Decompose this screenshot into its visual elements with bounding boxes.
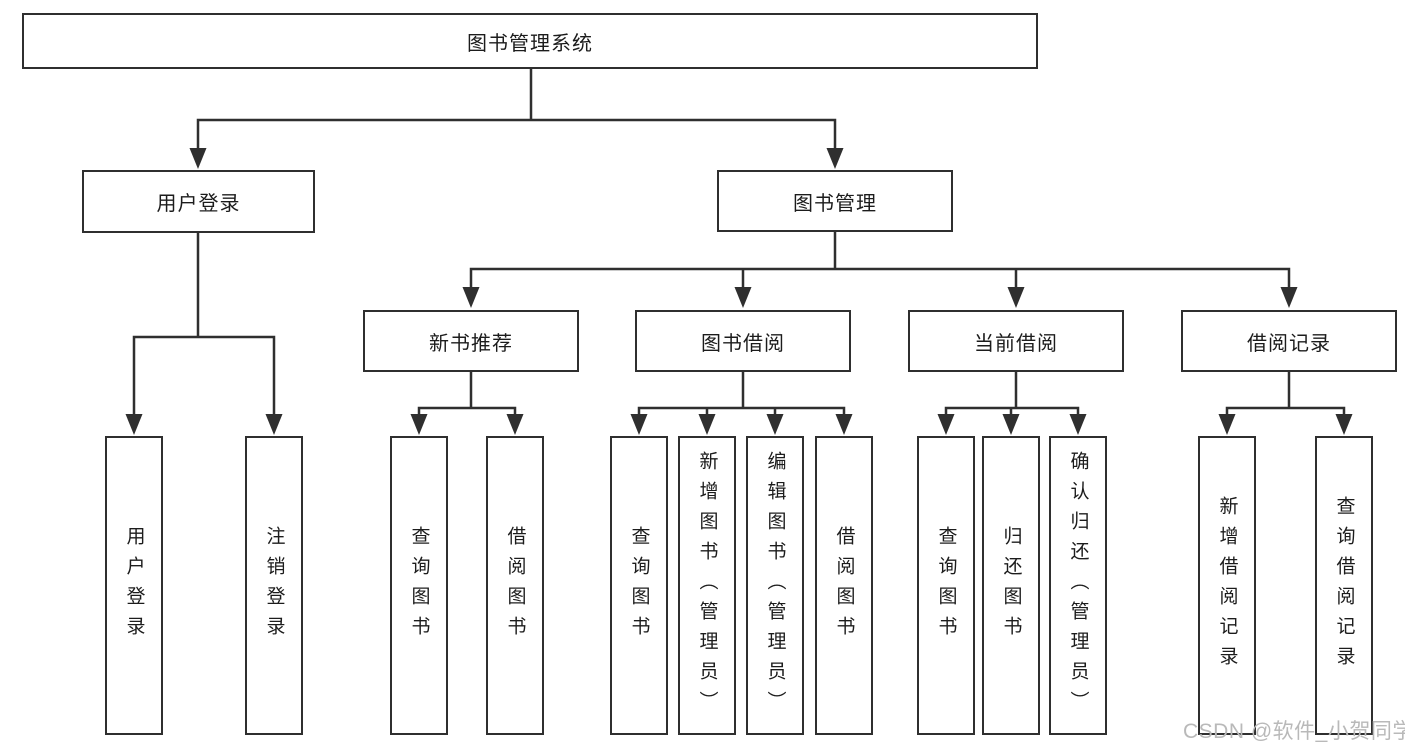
leaf-return-books: 归还图书 [982, 436, 1040, 735]
arrowhead-icon [826, 148, 844, 169]
node-current-borrow: 当前借阅 [908, 310, 1124, 372]
arrowhead-icon [1280, 287, 1298, 308]
node-user-login-branch: 用户登录 [82, 170, 315, 233]
connector-book-borrow [637, 372, 846, 416]
connector-new-book-recommend [417, 372, 517, 416]
leaf-logout: 注销登录 [245, 436, 303, 735]
node-borrow-records-label: 借阅记录 [1247, 332, 1331, 355]
node-new-book-recommend: 新书推荐 [363, 310, 579, 372]
node-book-borrow: 图书借阅 [635, 310, 851, 372]
arrowhead-icon [1002, 414, 1020, 435]
arrowhead-icon [1335, 414, 1353, 435]
arrowhead-icon [1069, 414, 1087, 435]
leaf-add-book-admin-label: 新增图书（管理员） [696, 450, 718, 721]
leaf-logout-label: 注销登录 [263, 525, 285, 646]
arrowhead-icon [462, 287, 480, 308]
leaf-query-books-borrow: 查询图书 [610, 436, 668, 735]
node-book-management: 图书管理 [717, 170, 953, 232]
arrowhead-icon [734, 287, 752, 308]
arrowhead-icon [410, 414, 428, 435]
leaf-add-borrow-record: 新增借阅记录 [1198, 436, 1256, 735]
leaf-user-login: 用户登录 [105, 436, 163, 735]
leaf-add-borrow-record-label: 新增借阅记录 [1216, 495, 1238, 676]
leaf-query-books-current: 查询图书 [917, 436, 975, 735]
leaf-return-books-label: 归还图书 [1000, 525, 1022, 646]
node-user-login-branch-label: 用户登录 [156, 193, 241, 215]
arrowhead-icon [506, 414, 524, 435]
node-root: 图书管理系统 [22, 13, 1038, 69]
connector-user-login-branch [132, 233, 276, 416]
arrowhead-icon [630, 414, 648, 435]
arrowhead-icon [265, 414, 283, 435]
leaf-query-books-recommend: 查询图书 [390, 436, 448, 735]
node-book-borrow-label: 图书借阅 [701, 332, 785, 355]
arrowhead-icon [1007, 287, 1025, 308]
leaf-confirm-return-admin-label: 确认归还（管理员） [1067, 450, 1089, 721]
node-borrow-records: 借阅记录 [1181, 310, 1397, 372]
arrowhead-icon [835, 414, 853, 435]
leaf-borrow-books-recommend: 借阅图书 [486, 436, 544, 735]
leaf-edit-book-admin-label: 编辑图书（管理员） [764, 450, 786, 721]
leaf-confirm-return-admin: 确认归还（管理员） [1049, 436, 1107, 735]
arrowhead-icon [698, 414, 716, 435]
arrowhead-icon [189, 148, 207, 169]
connector-borrow-records [1225, 372, 1346, 416]
leaf-user-login-label: 用户登录 [123, 525, 145, 646]
leaf-borrow-books: 借阅图书 [815, 436, 873, 735]
leaf-edit-book-admin: 编辑图书（管理员） [746, 436, 804, 735]
leaf-query-books-current-label: 查询图书 [935, 525, 957, 646]
connector-root-to-level2 [196, 69, 837, 150]
node-root-label: 图书管理系统 [467, 32, 593, 55]
leaf-borrow-books-label: 借阅图书 [833, 525, 855, 646]
connector-current-borrow [944, 372, 1080, 416]
node-current-borrow-label: 当前借阅 [974, 332, 1058, 355]
arrowhead-icon [937, 414, 955, 435]
arrowhead-icon [1218, 414, 1236, 435]
connector-book-management-branch [469, 232, 1291, 289]
watermark: CSDN @软件_小贺同学 [1183, 720, 1405, 743]
arrowhead-icon [766, 414, 784, 435]
leaf-add-book-admin: 新增图书（管理员） [678, 436, 736, 735]
node-book-management-label: 图书管理 [793, 192, 877, 215]
leaf-query-borrow-record-label: 查询借阅记录 [1333, 495, 1355, 676]
leaf-borrow-books-recommend-label: 借阅图书 [504, 525, 526, 646]
arrowhead-icon [125, 414, 143, 435]
leaf-query-books-recommend-label: 查询图书 [408, 525, 430, 646]
node-new-book-recommend-label: 新书推荐 [429, 332, 513, 355]
leaf-query-books-borrow-label: 查询图书 [628, 525, 650, 646]
leaf-query-borrow-record: 查询借阅记录 [1315, 436, 1373, 735]
